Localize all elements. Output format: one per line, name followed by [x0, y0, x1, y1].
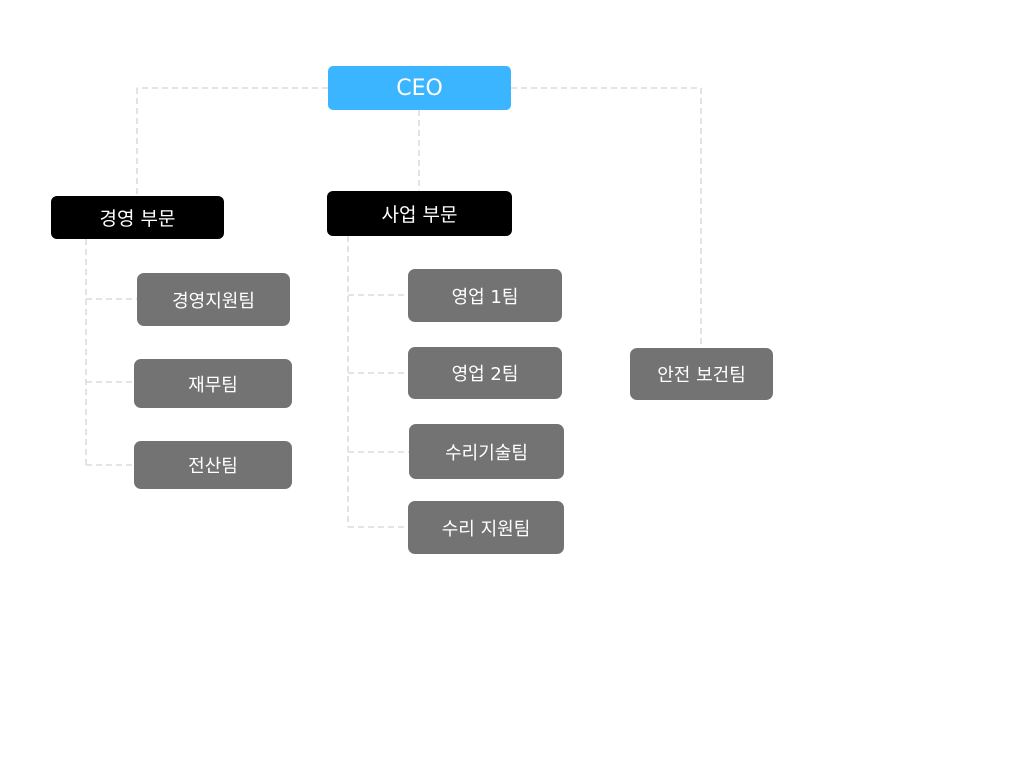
ceo-box[interactable]: CEO: [328, 66, 511, 110]
team-sales-1[interactable]: 영업 1팀: [408, 269, 562, 322]
division-management[interactable]: 경영 부문: [51, 196, 224, 239]
team-label: 영업 1팀: [451, 286, 519, 308]
team-management-support[interactable]: 경영지원팀: [137, 273, 290, 326]
division-business[interactable]: 사업 부문: [327, 191, 512, 236]
team-label: 수리기술팀: [445, 442, 528, 464]
team-label: 재무팀: [188, 374, 238, 396]
team-label: 안전 보건팀: [657, 365, 746, 386]
team-finance[interactable]: 재무팀: [134, 359, 292, 408]
team-repair-tech[interactable]: 수리기술팀: [409, 424, 564, 479]
division-management-label: 경영 부문: [99, 208, 176, 230]
ceo-label: CEO: [396, 75, 443, 101]
division-business-label: 사업 부문: [381, 204, 458, 226]
team-safety-health[interactable]: 안전 보건팀: [630, 348, 773, 400]
team-label: 전산팀: [188, 456, 238, 477]
team-it[interactable]: 전산팀: [134, 441, 292, 489]
team-sales-2[interactable]: 영업 2팀: [408, 347, 562, 399]
team-label: 경영지원팀: [172, 290, 255, 312]
team-repair-support[interactable]: 수리 지원팀: [408, 501, 564, 554]
team-label: 영업 2팀: [451, 364, 519, 385]
team-label: 수리 지원팀: [441, 518, 531, 540]
